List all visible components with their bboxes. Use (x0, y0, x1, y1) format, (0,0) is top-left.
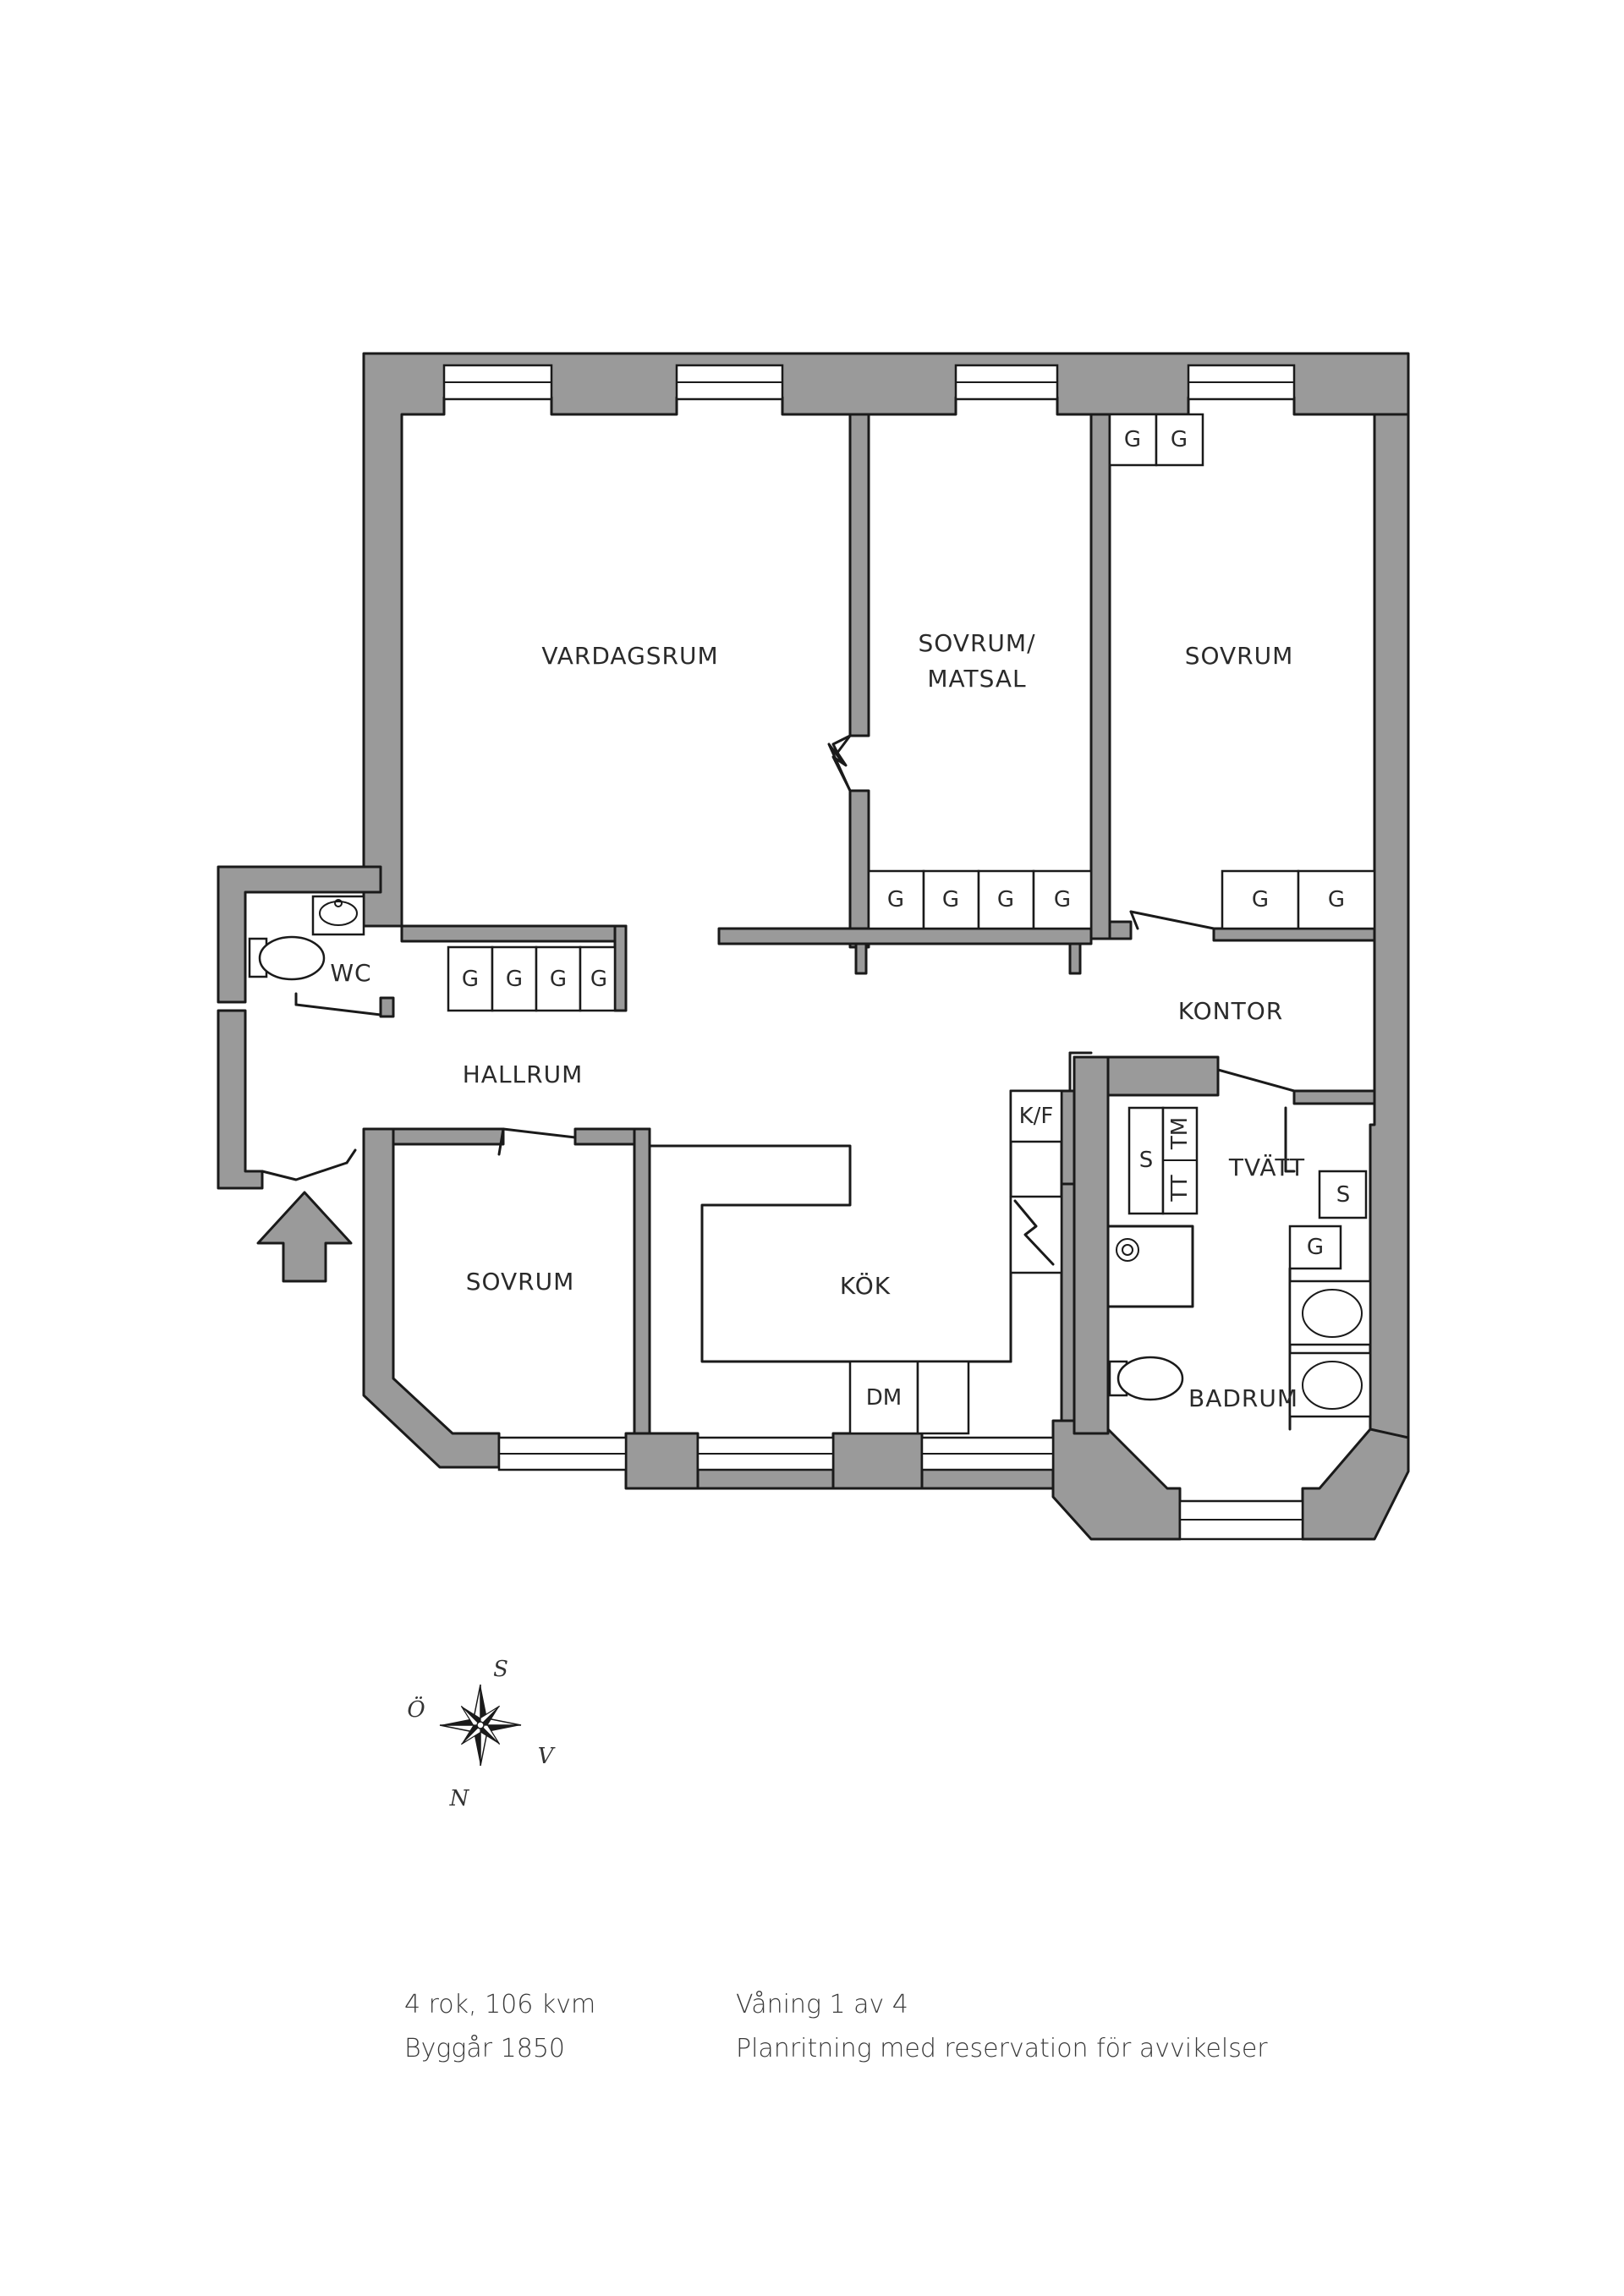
wardrobe-label: G (1328, 887, 1345, 912)
wardrobe-label: G (1171, 427, 1188, 452)
wardrobe-label: G (506, 967, 523, 992)
s-label: S (1139, 1148, 1154, 1173)
room-label-tvatt: TVÄTT (1228, 1153, 1305, 1181)
info-disclaimer: Planritning med reservation för avvikels… (736, 2034, 1268, 2063)
tm-label: TM (1167, 1117, 1193, 1150)
wardrobe-label: G (1307, 1235, 1324, 1260)
windows (442, 364, 1304, 1541)
wardrobes-vardagsrum: G G G G (447, 945, 617, 1012)
wardrobe-label: G (887, 887, 904, 912)
wardrobe-label: G (997, 887, 1014, 912)
room-label-kok: KÖK (840, 1271, 891, 1300)
info-built: Byggår 1850 (404, 2034, 566, 2063)
compass-rose-icon (439, 1684, 522, 1767)
compass-n-label: N (449, 1786, 470, 1811)
tt-label: TT (1167, 1175, 1193, 1202)
wardrobe-label: G (590, 967, 607, 992)
laundry-fixtures: S TT TM S G (1106, 1106, 1372, 1431)
room-label-wc: WC (330, 959, 371, 987)
info-size: 4 rok, 106 kvm (404, 1990, 596, 2019)
room-label-vardagsrum: VARDAGSRUM (541, 642, 718, 670)
wardrobe-label: G (1252, 887, 1269, 912)
dm-label: DM (866, 1385, 902, 1411)
interior-walls (379, 413, 1376, 1435)
entrance-arrow-icon (256, 1191, 353, 1283)
wardrobe-label: G (550, 967, 567, 992)
compass-s-label: S (493, 1657, 508, 1682)
s-label: S (1336, 1182, 1351, 1208)
wardrobe-label: G (1124, 427, 1141, 452)
wardrobe-label: G (462, 967, 479, 992)
room-label-sovrum-sw: SOVRUM (466, 1268, 575, 1296)
room-label-sovrum-matsal-1: SOVRUM/ (918, 629, 1035, 657)
room-label-sovrum-matsal-2: MATSAL (927, 665, 1026, 693)
wardrobe-label: G (1054, 887, 1071, 912)
info-floor: Våning 1 av 4 (736, 1990, 908, 2019)
kitchen-counters (648, 1089, 1063, 1435)
wardrobes-sovrum-ne: G G G G (1108, 413, 1376, 930)
wc-fixtures (248, 895, 365, 981)
compass-o-label: Ö (407, 1696, 425, 1723)
wardrobes-sovrum-matsal: G G G G (867, 869, 1093, 930)
room-label-kontor: KONTOR (1178, 997, 1283, 1025)
room-label-badrum: BADRUM (1188, 1384, 1298, 1412)
wardrobe-label: G (942, 887, 959, 912)
compass-v-label: V (538, 1744, 556, 1769)
room-label-hallrum: HALLRUM (463, 1060, 584, 1088)
room-label-sovrum-ne: SOVRUM (1185, 642, 1294, 670)
kf-label: K/F (1019, 1104, 1054, 1129)
